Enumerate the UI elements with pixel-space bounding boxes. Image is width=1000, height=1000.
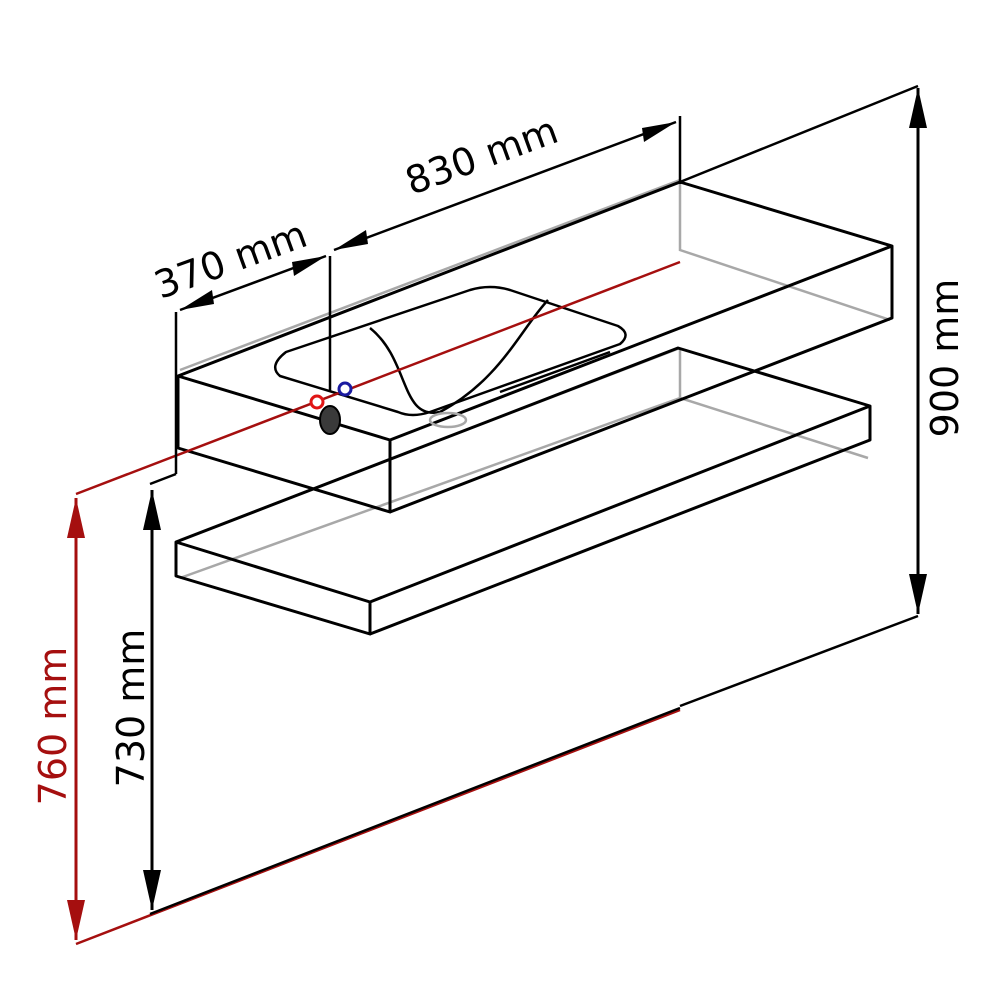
depth-dimension-370: 370 mm <box>148 212 327 312</box>
drain-icon <box>428 411 468 429</box>
dimension-label-730: 730 mm <box>109 629 153 788</box>
sink-basin <box>273 285 627 417</box>
height-dimension-760: 760 mm <box>31 498 85 940</box>
cold-water-outlet-icon <box>337 381 353 397</box>
hot-water-outlet-icon <box>309 394 325 410</box>
height-dimension-730: 730 mm <box>109 490 161 910</box>
dimension-label-830: 830 mm <box>399 108 563 204</box>
dimension-label-760: 760 mm <box>31 647 75 806</box>
dimension-label-370: 370 mm <box>148 212 312 308</box>
lower-shelf-slab <box>174 346 872 636</box>
width-dimension-830: 830 mm <box>333 108 677 252</box>
extension-lines <box>149 84 919 916</box>
height-dimension-900: 900 mm <box>909 88 967 614</box>
waste-outlet-icon <box>319 405 341 435</box>
dimension-label-900: 900 mm <box>923 279 967 438</box>
